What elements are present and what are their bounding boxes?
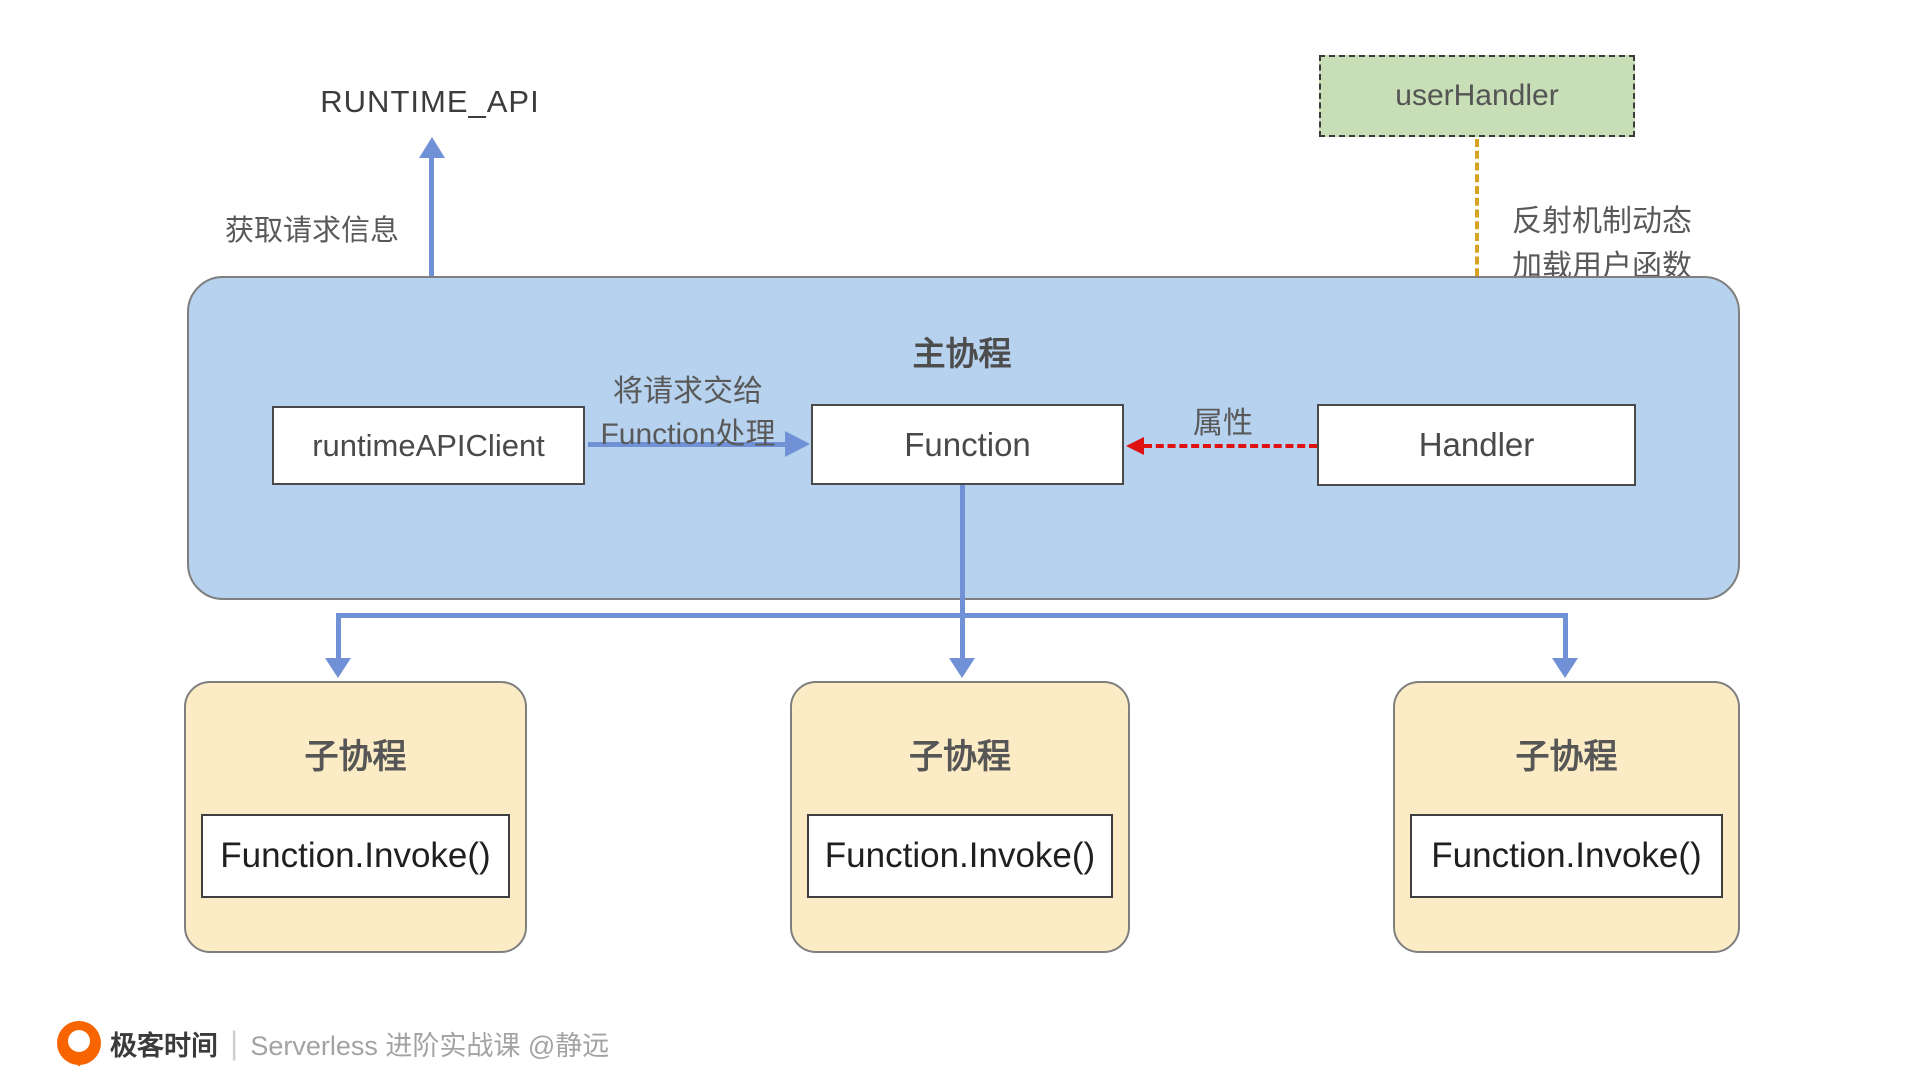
get-request-label: 获取请求信息 bbox=[225, 215, 400, 247]
geektime-logo-icon bbox=[57, 1021, 101, 1067]
up-arrow-head-icon bbox=[419, 137, 445, 158]
middle-arrow-head-icon bbox=[949, 658, 975, 678]
runtime-api-client-node: runtimeAPIClient bbox=[272, 406, 585, 485]
pass-request-label-line2: Function处理 bbox=[600, 418, 776, 451]
footer: 极客时间 | Serverless 进阶实战课 @静远 bbox=[57, 1019, 609, 1067]
property-label: 属性 bbox=[1193, 407, 1253, 440]
handler-node: Handler bbox=[1317, 404, 1636, 486]
logo-hole bbox=[68, 1030, 90, 1052]
sub-coroutine-box-right: 子协程 Function.Invoke() bbox=[1393, 681, 1740, 953]
client-to-function-arrow-line bbox=[588, 442, 788, 447]
invoke-box: Function.Invoke() bbox=[1410, 814, 1723, 898]
brand-name: 极客时间 bbox=[110, 1030, 218, 1061]
invoke-box: Function.Invoke() bbox=[807, 814, 1113, 898]
footer-separator: | bbox=[230, 1024, 239, 1061]
gold-dashed-arrow-line bbox=[1475, 139, 1479, 382]
right-drop-line bbox=[1563, 613, 1568, 660]
handler-to-function-arrow-head-icon bbox=[1126, 437, 1144, 455]
sub-coroutine-title: 子协程 bbox=[909, 738, 1011, 776]
course-title: Serverless 进阶实战课 @静远 bbox=[250, 1030, 610, 1061]
reflection-label-line1: 反射机制动态 bbox=[1512, 205, 1692, 238]
handler-to-function-arrow-line bbox=[1144, 444, 1317, 448]
function-node: Function bbox=[811, 404, 1124, 485]
invoke-box: Function.Invoke() bbox=[201, 814, 510, 898]
user-handler-box: userHandler bbox=[1319, 55, 1635, 137]
sub-coroutine-box-middle: 子协程 Function.Invoke() bbox=[790, 681, 1130, 953]
left-arrow-head-icon bbox=[325, 658, 351, 678]
branch-connector-line bbox=[336, 613, 1568, 618]
client-to-function-arrow-head-icon bbox=[785, 431, 810, 457]
invoke-label: Function.Invoke() bbox=[824, 836, 1096, 875]
pass-request-label-line1: 将请求交给 bbox=[613, 375, 763, 408]
invoke-label: Function.Invoke() bbox=[1431, 836, 1702, 875]
sub-coroutine-title: 子协程 bbox=[1515, 738, 1618, 776]
left-drop-line bbox=[336, 613, 341, 660]
runtime-api-label: RUNTIME_API bbox=[320, 84, 540, 119]
function-drop-line bbox=[960, 485, 965, 660]
right-arrow-head-icon bbox=[1552, 658, 1578, 678]
sub-coroutine-box-left: 子协程 Function.Invoke() bbox=[184, 681, 527, 953]
main-coroutine-title: 主协程 bbox=[912, 335, 1012, 372]
sub-coroutine-title: 子协程 bbox=[304, 738, 407, 776]
invoke-label: Function.Invoke() bbox=[220, 836, 491, 875]
